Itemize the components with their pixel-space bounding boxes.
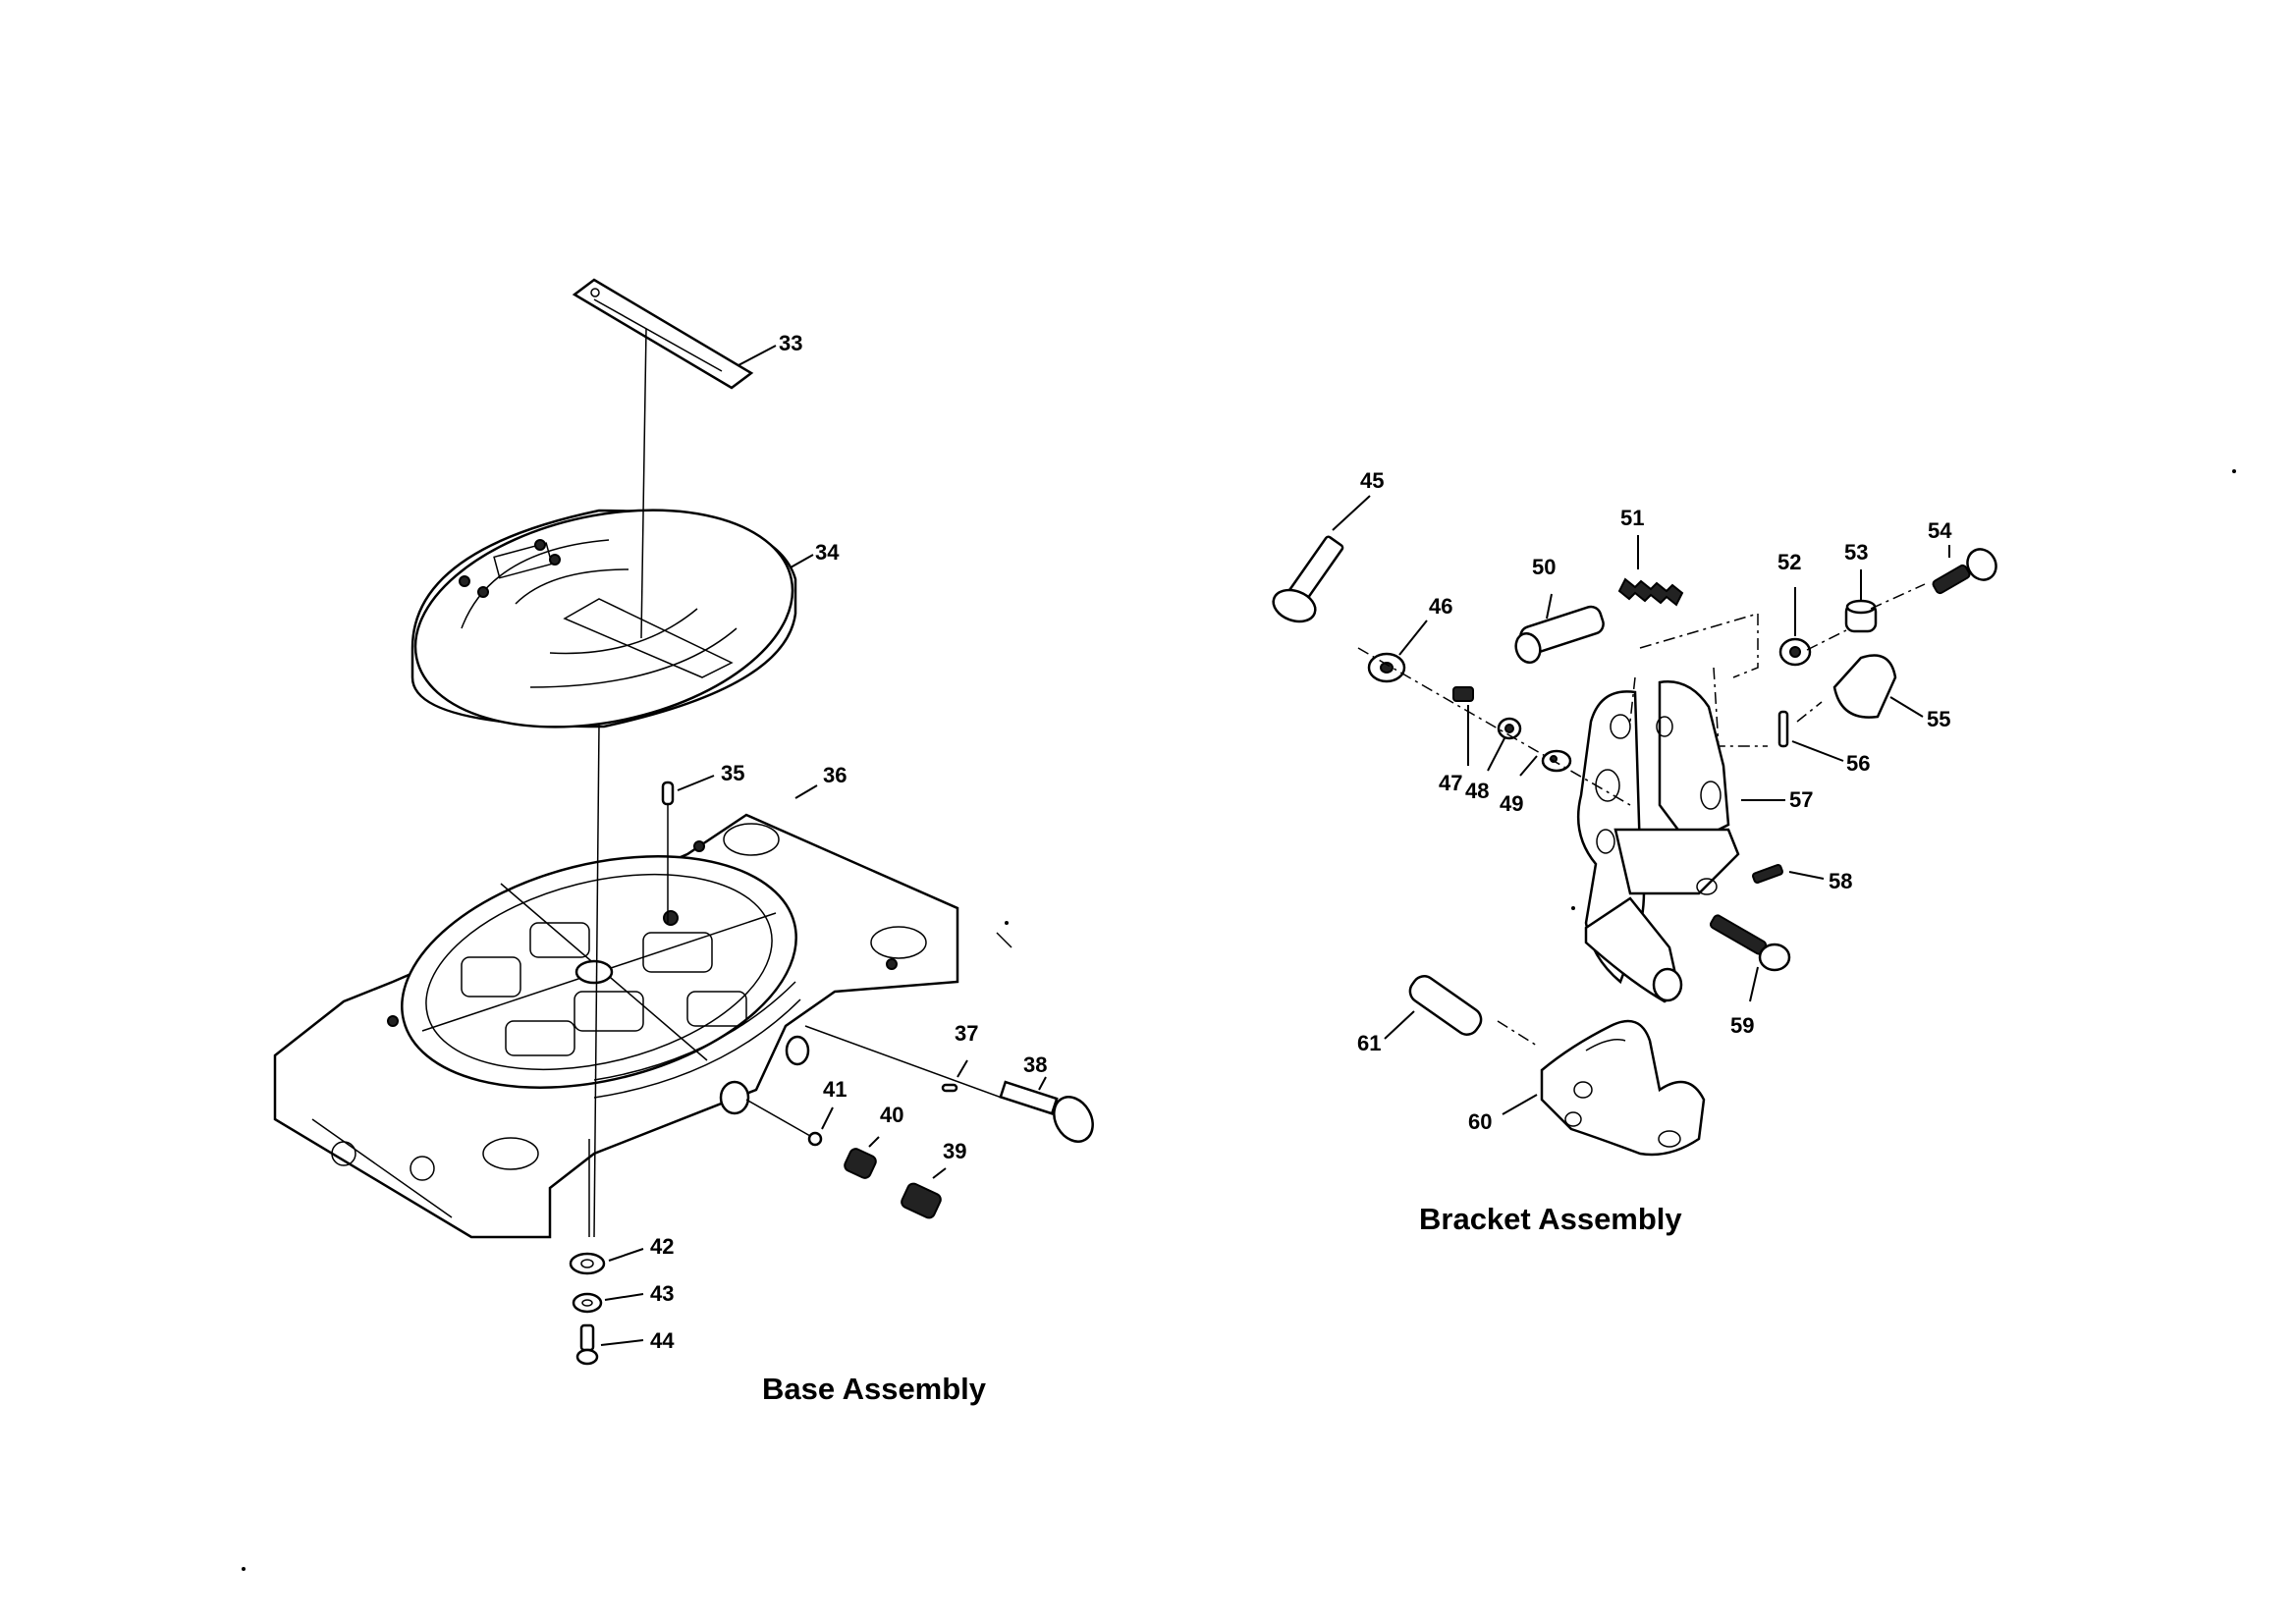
part-33-pointer-plate	[572, 278, 777, 390]
callout-61: 61	[1357, 1031, 1381, 1055]
part-51-spring	[1617, 535, 1684, 607]
part-49-clip	[1519, 749, 1572, 777]
callout-55: 55	[1927, 707, 1950, 731]
callout-59: 59	[1730, 1013, 1754, 1038]
callout-42: 42	[650, 1234, 674, 1259]
part-50-shaft	[1514, 593, 1605, 664]
callout-40: 40	[880, 1103, 903, 1127]
callout-53: 53	[1844, 540, 1868, 565]
scan-dot	[1005, 921, 1009, 925]
part-36-base	[273, 784, 959, 1239]
part-54-bolt	[1932, 545, 1997, 595]
base-assembly-title: Base Assembly	[762, 1372, 987, 1406]
callout-39: 39	[943, 1139, 966, 1163]
callout-43: 43	[650, 1281, 674, 1306]
callout-56: 56	[1846, 751, 1870, 776]
part-42-washer	[569, 1248, 644, 1275]
part-53-bushing	[1844, 569, 1878, 633]
callout-45: 45	[1360, 468, 1384, 493]
part-35-pin	[661, 775, 715, 806]
part-41-ball	[807, 1106, 834, 1147]
part-61-pin	[1384, 975, 1483, 1040]
part-45-bolt	[1272, 495, 1371, 623]
base-assembly: 33 34 35 36 37 38 39 40 41 42 43 44 Base…	[273, 278, 1094, 1406]
callout-52: 52	[1777, 550, 1801, 574]
part-60-mounting-plate	[1502, 1019, 1706, 1157]
part-38-knob	[999, 1076, 1094, 1143]
callout-57: 57	[1789, 787, 1813, 812]
part-48-washer	[1487, 717, 1522, 772]
scan-dot	[2232, 469, 2236, 473]
part-56-pin	[1777, 710, 1844, 762]
callout-41: 41	[823, 1077, 847, 1102]
part-39-set-screw	[901, 1167, 947, 1219]
callout-37: 37	[955, 1021, 978, 1046]
callout-33: 33	[779, 331, 802, 355]
callout-44: 44	[650, 1328, 675, 1353]
part-47-screw	[1452, 686, 1474, 766]
callout-38: 38	[1023, 1052, 1047, 1077]
bracket-assembly: 45 46 47 48 49 50 51 52 53 54 55 56 57 5…	[1272, 468, 1997, 1236]
callout-34: 34	[815, 540, 840, 565]
callout-50: 50	[1532, 555, 1556, 579]
part-55-knob	[1832, 654, 1924, 719]
part-44-screw	[575, 1323, 644, 1366]
callout-54: 54	[1928, 518, 1952, 543]
callout-36: 36	[823, 763, 847, 787]
callout-46: 46	[1429, 594, 1452, 619]
callout-58: 58	[1829, 869, 1852, 893]
part-34-turntable	[410, 509, 814, 728]
part-57-bracket	[1576, 680, 1785, 1003]
callout-48: 48	[1465, 779, 1489, 803]
callout-35: 35	[721, 761, 744, 785]
scan-dot	[242, 1567, 246, 1571]
part-59-bolt	[1709, 914, 1791, 1002]
scan-dot	[1571, 906, 1575, 910]
part-37-pin	[941, 1059, 968, 1093]
callout-51: 51	[1620, 506, 1644, 530]
part-52-nut	[1778, 587, 1812, 667]
callout-60: 60	[1468, 1109, 1492, 1134]
part-43-washer	[572, 1292, 644, 1314]
part-58-screw	[1752, 864, 1825, 884]
callout-49: 49	[1500, 791, 1523, 816]
bracket-assembly-title: Bracket Assembly	[1419, 1202, 1682, 1236]
part-46-washer	[1367, 620, 1428, 683]
callout-47: 47	[1439, 771, 1462, 795]
part-40-set-screw	[844, 1136, 880, 1179]
